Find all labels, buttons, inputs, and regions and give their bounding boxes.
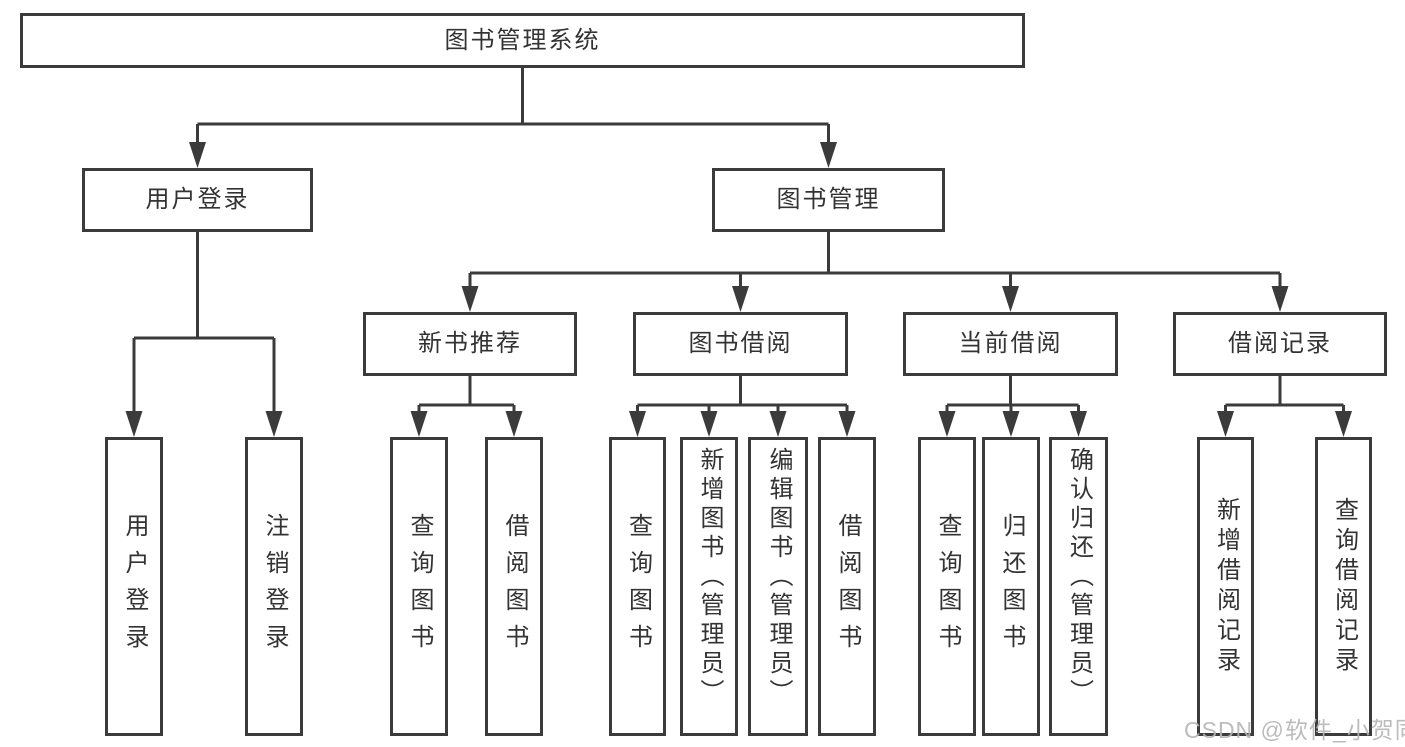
node-current-borrowing: 当前借阅 (903, 312, 1118, 376)
connector-group (1217, 376, 1352, 437)
leaf-nbr-borrow-books: 借阅图书 (485, 437, 543, 736)
leaf-label: 确认归还（管理员） (1065, 447, 1093, 708)
node-borrowing-records: 借阅记录 (1173, 312, 1387, 376)
arrowhead-down-icon (410, 411, 428, 437)
node-label: 图书管理 (776, 186, 881, 213)
leaf-nbr-query-books: 查询图书 (390, 437, 448, 736)
arrowhead-down-icon (938, 411, 956, 437)
arrowhead-down-icon (461, 286, 479, 312)
leaf-bb-borrow-books: 借阅图书 (818, 437, 876, 736)
leaf-label: 查询图书 (934, 512, 961, 661)
leaf-label: 查询借阅记录 (1330, 496, 1358, 677)
leaf-label: 查询图书 (624, 512, 652, 661)
connector-line (636, 376, 849, 419)
connector-line (468, 232, 1282, 294)
leaf-label: 编辑图书（管理员） (765, 447, 792, 708)
leaf-label: 用户登录 (121, 512, 148, 661)
leaf-br-query-record: 查询借阅记录 (1315, 437, 1372, 736)
connector-group (189, 68, 837, 168)
node-book-management: 图书管理 (712, 168, 945, 232)
csdn-watermark: CSDN @软件_小贺同学 (1184, 717, 1405, 743)
arrowhead-down-icon (838, 411, 856, 437)
arrowhead-down-icon (1271, 286, 1289, 312)
arrowhead-down-icon (820, 142, 837, 168)
connector-line (417, 376, 516, 419)
leaf-logout: 注销登录 (245, 437, 303, 736)
connector-group (629, 376, 856, 437)
arrowhead-down-icon (732, 286, 749, 312)
arrowhead-down-icon (189, 142, 206, 168)
node-library-management-system: 图书管理系统 (20, 13, 1025, 68)
leaf-label: 借阅图书 (501, 512, 528, 661)
arrowhead-down-icon (125, 411, 143, 437)
leaf-label: 新增借阅记录 (1212, 496, 1240, 677)
leaf-label: 注销登录 (261, 512, 288, 661)
arrowhead-down-icon (1070, 411, 1087, 437)
leaf-bb-add-books-admin: 新增图书（管理员） (680, 437, 738, 736)
leaf-cb-query-books: 查询图书 (918, 437, 976, 736)
arrowhead-down-icon (1335, 411, 1352, 437)
arrowhead-down-icon (1002, 286, 1019, 312)
node-label: 借阅记录 (1228, 330, 1332, 357)
connector-group (125, 232, 283, 437)
node-label: 图书管理系统 (444, 26, 601, 54)
arrowhead-down-icon (769, 411, 787, 437)
leaf-bb-edit-books-admin: 编辑图书（管理员） (748, 437, 808, 736)
node-label: 图书借阅 (688, 330, 793, 357)
leaf-br-add-record: 新增借阅记录 (1197, 437, 1254, 736)
connector-line (1224, 376, 1345, 419)
leaf-cb-return-books: 归还图书 (982, 437, 1040, 736)
arrowhead-down-icon (1002, 411, 1020, 437)
arrowhead-down-icon (700, 411, 718, 437)
arrowhead-down-icon (505, 411, 523, 437)
leaf-bb-query-books: 查询图书 (609, 437, 666, 736)
connector-line (196, 68, 830, 150)
leaf-label: 查询图书 (406, 512, 433, 661)
node-new-book-recommend: 新书推荐 (363, 312, 577, 376)
node-book-borrowing: 图书借阅 (633, 312, 848, 376)
connector-group (461, 232, 1289, 312)
node-user-login: 用户登录 (82, 168, 313, 232)
arrowhead-down-icon (629, 411, 646, 437)
arrowhead-down-icon (265, 411, 283, 437)
leaf-label: 归还图书 (998, 512, 1025, 661)
leaf-label: 新增图书（管理员） (696, 447, 723, 708)
connector-line (132, 232, 276, 419)
node-label: 新书推荐 (418, 330, 522, 357)
leaf-user-login: 用户登录 (105, 437, 163, 736)
connector-group (410, 376, 523, 437)
node-label: 用户登录 (145, 186, 250, 213)
leaf-label: 借阅图书 (834, 512, 861, 661)
node-label: 当前借阅 (958, 330, 1063, 357)
arrowhead-down-icon (1217, 411, 1234, 437)
leaf-cb-confirm-return-admin: 确认归还（管理员） (1049, 437, 1108, 736)
connector-group (938, 376, 1087, 437)
